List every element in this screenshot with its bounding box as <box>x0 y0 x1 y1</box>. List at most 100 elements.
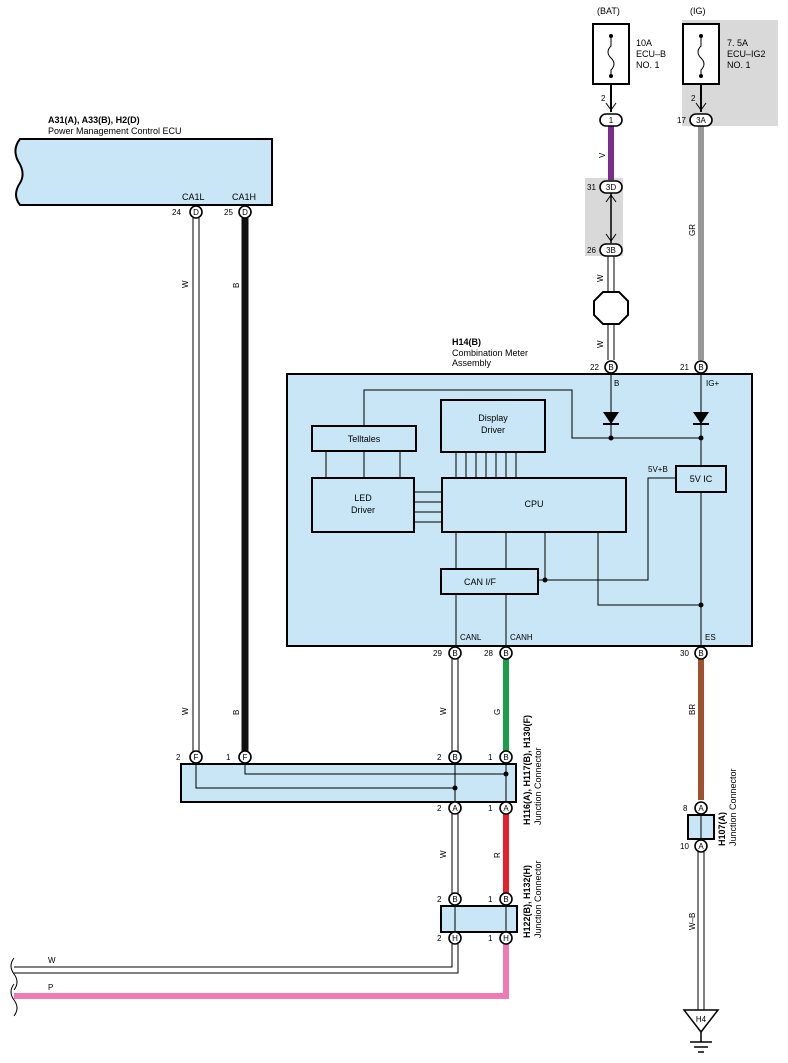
meter-pin-es-label: ES <box>705 633 716 642</box>
junction-h107: 8 A 10 A H107(A) Junction Connector <box>680 768 738 853</box>
junction-h116: 2 F 1 F 2 B 1 B 2 A 1 A H116(A), H117(B)… <box>176 715 543 825</box>
connector-3b: 26 3B <box>587 243 623 257</box>
wire-label-w-out: W <box>48 956 56 965</box>
connector-bat-1: 1 <box>599 113 623 127</box>
svg-text:F: F <box>243 753 248 762</box>
svg-text:Driver: Driver <box>481 425 505 435</box>
svg-text:30: 30 <box>680 649 689 658</box>
fuse-ig-source: (IG) <box>690 6 706 16</box>
fuse-symbol-icon <box>697 36 705 76</box>
led-driver-block <box>311 477 415 533</box>
svg-text:H4: H4 <box>696 1015 707 1024</box>
wire-label-w-canl: W <box>439 707 448 715</box>
power-management-ecu: A31(A), A33(B), H2(D) Power Management C… <box>14 115 273 219</box>
ecu-pin-ca1h-label: CA1H <box>232 192 256 202</box>
diode-b-icon <box>603 412 619 424</box>
svg-text:Driver: Driver <box>351 505 375 515</box>
fuse-bat-source: (BAT) <box>597 6 620 16</box>
svg-text:2: 2 <box>176 753 181 762</box>
wire-break-icon <box>10 957 18 991</box>
ground-h4: H4 <box>682 1009 720 1053</box>
svg-text:CPU: CPU <box>524 499 543 509</box>
svg-text:B: B <box>452 753 457 762</box>
svg-text:B: B <box>503 753 508 762</box>
svg-text:D: D <box>242 208 248 217</box>
connector-ig-3a: 17 3A <box>677 113 713 127</box>
svg-text:3D: 3D <box>606 183 616 192</box>
svg-text:D: D <box>193 208 199 217</box>
svg-text:8: 8 <box>683 804 688 813</box>
wire-label-w-ecu: W <box>181 280 190 288</box>
svg-text:2: 2 <box>437 804 442 813</box>
wire-label-v: V <box>598 152 607 158</box>
wire-label-w-ja: W <box>439 850 448 858</box>
meter-pin-canl-label: CANL <box>460 633 482 642</box>
meter-ref: H14(B) <box>452 337 481 347</box>
wire-break-icon <box>10 983 18 1017</box>
svg-text:3A: 3A <box>696 116 706 125</box>
svg-text:A: A <box>503 804 509 813</box>
diode-ig-icon <box>693 412 709 424</box>
ecu-name: Power Management Control ECU <box>48 126 182 136</box>
fuse-symbol-icon <box>607 36 615 76</box>
connector-3d: 31 3D <box>587 180 623 194</box>
h107-name: Junction Connector <box>728 768 738 846</box>
display-driver-block <box>440 399 546 453</box>
meter-pin-ig-label: IG+ <box>706 379 719 388</box>
fuse-bat-pin: 2 <box>601 94 606 103</box>
svg-text:Telltales: Telltales <box>348 434 381 444</box>
svg-text:1: 1 <box>226 753 231 762</box>
fuse-ig-no: NO. 1 <box>727 60 751 70</box>
h107-ref: H107(A) <box>717 812 727 846</box>
can-if-block <box>440 568 539 595</box>
svg-text:A: A <box>698 842 704 851</box>
svg-text:B: B <box>452 895 457 904</box>
h122-name: Junction Connector <box>533 860 543 938</box>
fuse-ig-pin: 2 <box>691 94 696 103</box>
svg-text:LED: LED <box>354 493 372 503</box>
svg-text:B: B <box>608 363 613 372</box>
wire-label-b-ecu: B <box>232 283 241 288</box>
fuse-bat-rating: 10A <box>636 38 652 48</box>
svg-text:31: 31 <box>587 183 596 192</box>
combination-meter: H14(B) Combination Meter Assembly 22 B 2… <box>286 337 753 660</box>
svg-text:29: 29 <box>433 649 442 658</box>
fuse-ig-name: ECU–IG2 <box>727 49 766 59</box>
fuse-bat-no: NO. 1 <box>636 60 660 70</box>
fuse-bat: (BAT) 10A ECU–B NO. 1 2 <box>592 6 666 103</box>
fuse-bat-name: ECU–B <box>636 49 666 59</box>
ecu-pin-25-num: 25 <box>224 208 233 217</box>
ecu-pin-ca1l-label: CA1L <box>182 192 205 202</box>
svg-text:2: 2 <box>437 934 442 943</box>
wire-label-w-ecu2: W <box>181 707 190 715</box>
wire-label-w1: W <box>596 274 605 282</box>
ecu-ref: A31(A), A33(B), H2(D) <box>48 115 140 125</box>
h122-ref: H122(B), H132(H) <box>522 865 532 938</box>
svg-text:B: B <box>452 649 457 658</box>
telltales-block <box>311 425 417 452</box>
svg-text:1: 1 <box>488 804 493 813</box>
svg-text:26: 26 <box>587 246 596 255</box>
ecu-pin-24-num: 24 <box>172 208 181 217</box>
svg-text:B: B <box>503 895 508 904</box>
wire-label-br: BR <box>688 704 697 715</box>
svg-text:2: 2 <box>437 895 442 904</box>
svg-text:28: 28 <box>484 649 493 658</box>
svg-text:22: 22 <box>590 363 599 372</box>
svg-text:A: A <box>452 804 458 813</box>
svg-text:2: 2 <box>437 753 442 762</box>
svg-text:1: 1 <box>488 934 493 943</box>
h116-ref: H116(A), H117(B), H130(F) <box>522 715 532 825</box>
meter-name-2: Assembly <box>452 358 492 368</box>
wire-label-p: P <box>48 983 53 992</box>
svg-text:CAN I/F: CAN I/F <box>464 577 497 587</box>
svg-text:1: 1 <box>609 116 614 125</box>
meter-pin-b-label: B <box>614 379 619 388</box>
h116-name: Junction Connector <box>533 747 543 825</box>
5v-ic-block <box>675 465 727 493</box>
wire-label-wb: W–B <box>688 913 697 930</box>
cpu-block <box>441 477 627 533</box>
svg-text:B: B <box>503 649 508 658</box>
wire-label-w2: W <box>596 340 605 348</box>
